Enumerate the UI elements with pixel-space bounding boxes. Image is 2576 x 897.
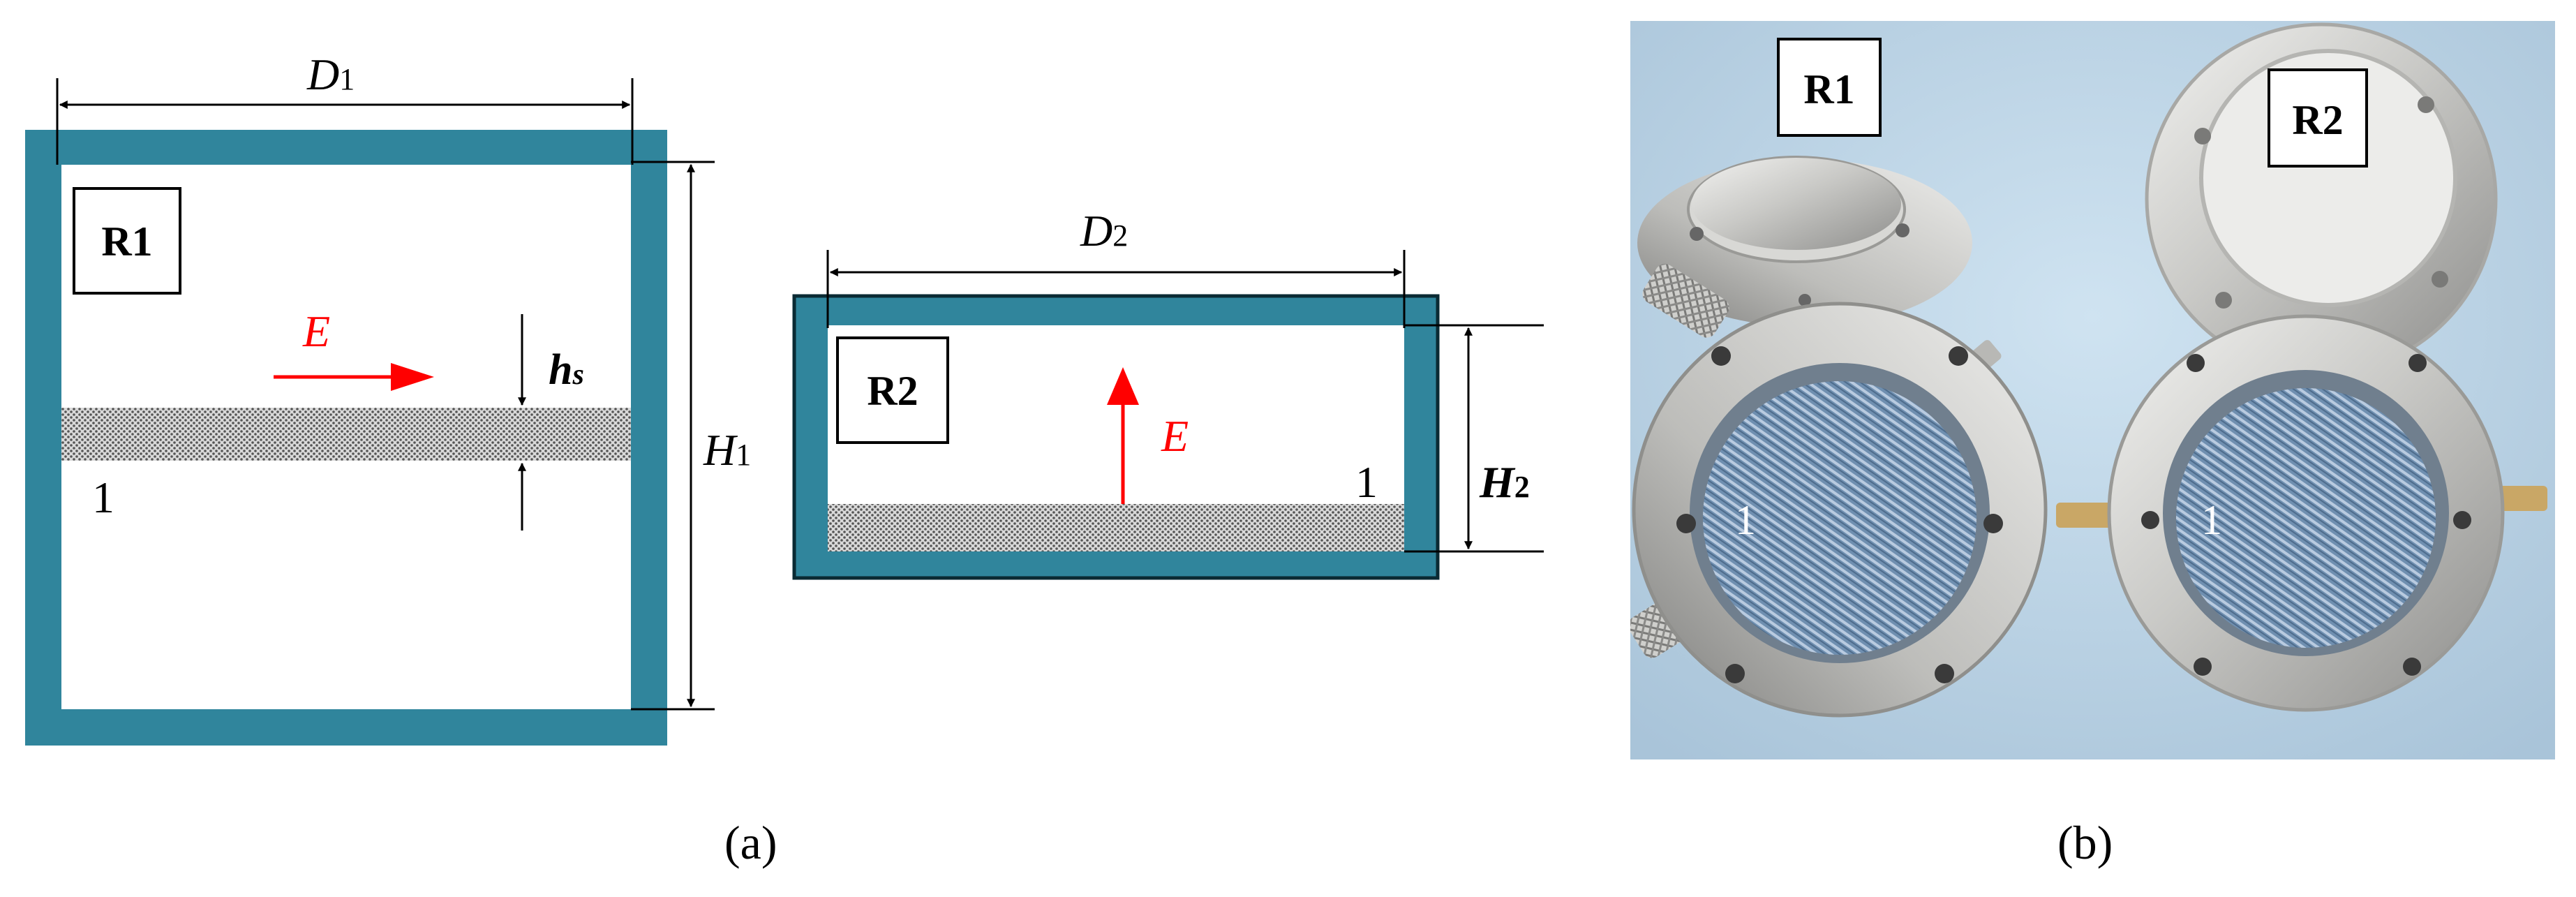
r1-knob-top: [1642, 264, 1729, 338]
r2-d2-label: D2: [1080, 206, 1128, 255]
r1-label-box: [73, 187, 181, 295]
photo-r2-sample-number: 1: [2201, 497, 2222, 543]
r1-wall-bottom: [25, 709, 667, 746]
r1-wall-right: [631, 161, 667, 746]
r1-sample-number: 1: [92, 473, 114, 522]
r2-sample-number: 1: [1355, 457, 1378, 507]
caption-a: (a): [724, 816, 777, 869]
resonators-photo: R1 R2 1 1: [1630, 21, 2555, 759]
photo-r1-label-box: [1777, 38, 1882, 137]
r1-wall-top: [25, 130, 667, 165]
resonator-r1-diagram: D1 H1 R1 E hs 1: [25, 50, 751, 746]
r2-label-box: [836, 336, 949, 444]
photo-r2-label-box: [2268, 68, 2368, 168]
r2-h2-label: H2: [1479, 457, 1530, 507]
r1-body: [1632, 302, 2048, 718]
r2-e-field-label: E: [1161, 411, 1189, 461]
r1-h1-label: H1: [703, 425, 751, 475]
r1-lid: [1637, 156, 1972, 327]
r2-body: [2107, 314, 2505, 712]
photo-r1-sample-number: 1: [1735, 497, 1756, 543]
r1-hs-label: hs: [549, 346, 584, 394]
r2-label: R2: [867, 368, 918, 414]
r1-wall-left: [25, 130, 61, 746]
photo-r1-label: R1: [1803, 66, 1854, 112]
r2-connector-left: [2056, 503, 2112, 528]
photo-r2-label: R2: [2292, 97, 2343, 143]
r1-sample-layer: [61, 408, 631, 461]
resonator-r2-diagram: D2 H2 R2 E 1: [792, 206, 1544, 580]
r2-e-field-arrowhead: [1107, 367, 1139, 405]
r1-label: R1: [101, 218, 152, 265]
r1-e-field-label: E: [302, 306, 330, 356]
r2-sample-layer: [828, 504, 1404, 551]
r1-d1-label: D1: [306, 50, 355, 99]
r1-e-field-arrowhead: [391, 363, 434, 391]
r2-lid: [2145, 22, 2498, 376]
caption-b: (b): [2057, 816, 2113, 869]
